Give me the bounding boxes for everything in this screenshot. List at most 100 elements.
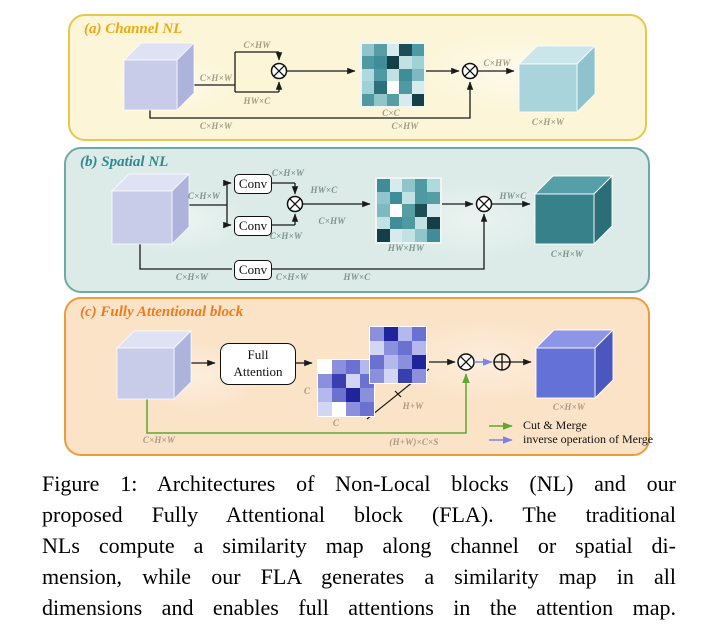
panel-c-title: (c) Fully Attentional block (80, 304, 244, 320)
matrix-cell (402, 229, 415, 242)
matrix-cell (384, 355, 398, 369)
attention-matrix-front (317, 359, 375, 417)
matrix-cell (384, 327, 398, 341)
matrix-cell (318, 360, 332, 374)
matrix-cell (386, 44, 400, 57)
matrix-cell (332, 388, 346, 402)
matrix-cell (427, 204, 440, 217)
matrix-cell (362, 68, 375, 82)
dim-label: C (303, 386, 311, 396)
matrix-cell (389, 191, 403, 205)
skip-line-1 (139, 244, 232, 270)
matrix-cell (332, 402, 346, 416)
caption-line: proposed Fully Attentional block (FLA). … (42, 502, 676, 527)
matrix-cell (399, 56, 412, 69)
conv-box: Conv (234, 260, 272, 280)
matrix-cell (377, 191, 390, 205)
matrix-cell (318, 402, 332, 416)
matrix-cell (389, 204, 403, 217)
matrix-cell (374, 81, 387, 94)
matrix-cell (414, 229, 428, 242)
matrix-cell (386, 68, 400, 82)
dim-label: C (332, 418, 340, 428)
matrix-cell (377, 204, 390, 217)
caption-line: NLs compute a similarity map along chann… (42, 533, 676, 558)
matrix-cell (398, 355, 412, 369)
spatial-nl-diagram (110, 172, 614, 270)
matrix-cell (402, 179, 415, 192)
matrix-cell (384, 369, 398, 383)
matrix-cell (332, 360, 346, 374)
dim-label: HW×C (310, 185, 338, 195)
matrix-cell (386, 56, 400, 69)
matrix-cell (370, 341, 384, 355)
skip-line (149, 81, 474, 119)
matrix-cell (411, 93, 424, 106)
dim-label: HW×C (499, 191, 527, 201)
channel-nl-diagram (122, 41, 597, 119)
matrix-cell (377, 229, 390, 242)
conv-box: Conv (234, 174, 272, 194)
matrix-cell (412, 327, 426, 341)
dim-label: C×H×W (199, 121, 233, 131)
input-tensor-cube (122, 41, 196, 112)
dim-label: C×HW (391, 121, 419, 131)
matrix-cell (398, 369, 412, 383)
matrix-cell (332, 374, 346, 388)
matrix-cell (389, 229, 403, 242)
matrix-cell (399, 68, 412, 82)
input-tensor-cube (115, 329, 193, 401)
matrix-cell (411, 44, 424, 57)
matrix-cell (414, 191, 428, 205)
matrix-cell (399, 93, 412, 106)
dim-label: C×H×W (269, 231, 303, 241)
matrix-cell (412, 369, 426, 383)
matrix-cell (370, 369, 384, 383)
matrix-cell (414, 204, 428, 217)
similarity-matrix-hwxhw (375, 177, 442, 244)
panel-spatial-nl: (b) Spatial NL Conv Conv Conv C×H×W C×H×… (64, 147, 650, 293)
matrix-cell (411, 56, 424, 69)
matrix-cell (398, 327, 412, 341)
matrix-cell (370, 355, 384, 369)
caption-line: mension, while our FLA generates a simil… (42, 564, 676, 589)
dim-label: C×H×W (550, 249, 584, 259)
matrix-cell (414, 179, 428, 192)
matmul-icon (461, 62, 479, 80)
input-tensor-cube (110, 172, 191, 246)
dim-label: C×HW (318, 216, 346, 226)
matrix-cell (362, 81, 375, 94)
conv-label: Conv (238, 262, 268, 277)
output-tensor-cube (534, 328, 615, 400)
matrix-cell (412, 355, 426, 369)
dim-label: C×H×W (531, 117, 565, 127)
matrix-cell (374, 93, 387, 106)
matrix-cell (414, 216, 428, 230)
matrix-cell (412, 341, 426, 355)
dim-label: C×H×W (199, 73, 233, 83)
matrix-cell (346, 402, 360, 416)
caption-line: dimensions and enables full attentions i… (42, 595, 676, 620)
matrix-cell (346, 374, 360, 388)
matrix-cell (427, 191, 440, 205)
matmul-icon (475, 195, 493, 213)
dim-label: C×H×W (142, 435, 176, 445)
full-attention-label: Attention (233, 364, 283, 379)
matrix-cell (370, 327, 384, 341)
attention-matrix-back (369, 326, 427, 384)
conv-label: Conv (238, 176, 268, 191)
matrix-cell (374, 68, 387, 82)
dim-label: C×H×W (552, 402, 586, 412)
similarity-matrix-cxc (360, 42, 426, 108)
matrix-cell (427, 229, 440, 242)
dim-label: C×H×W (271, 168, 305, 178)
fla-diagram (115, 328, 615, 444)
matrix-cell (402, 191, 415, 205)
matrix-cell (411, 68, 424, 82)
matrix-cell (346, 360, 360, 374)
matrix-cell (318, 388, 332, 402)
dim-label: C×HW (483, 58, 511, 68)
matrix-cell (318, 374, 332, 388)
matrix-cell (346, 388, 360, 402)
